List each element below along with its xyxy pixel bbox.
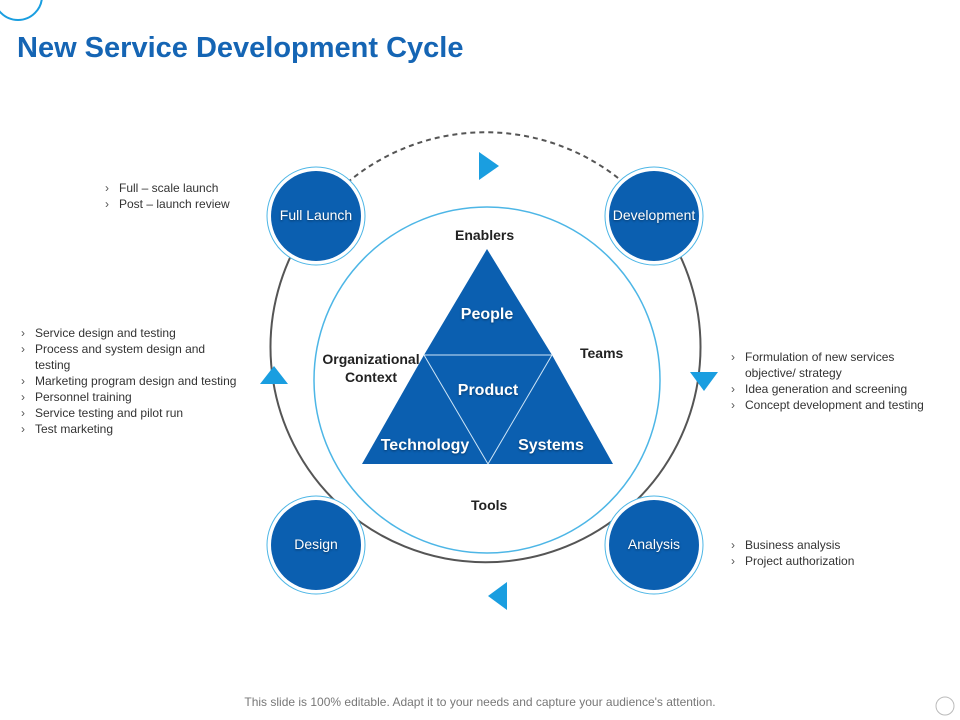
bullets-full-launch: Full – scale launch Post – launch review xyxy=(105,180,265,212)
inner-ring xyxy=(313,206,661,554)
ring-label-tools: Tools xyxy=(471,497,508,513)
ring-label-enablers: Enablers xyxy=(455,227,515,243)
list-item: Formulation of new services objective/ s… xyxy=(731,349,925,381)
triangle-label-systems: Systems xyxy=(518,437,584,454)
page-title: New Service Development Cycle xyxy=(17,32,464,64)
ring-label-org-line1: Organizational xyxy=(322,351,420,367)
list-item: Post – launch review xyxy=(105,196,265,212)
arrow-left-icon xyxy=(488,582,507,610)
outer-ring-solid-arc xyxy=(269,214,702,564)
node-analysis xyxy=(604,495,704,595)
ring-label-org-line2: Context xyxy=(344,369,398,385)
ring-label-organizational-context: Organizational Context xyxy=(318,350,424,386)
triangle-label-people: People xyxy=(460,306,514,323)
stage-label-analysis: Analysis xyxy=(627,536,681,552)
bullets-design: Service design and testing Process and s… xyxy=(21,325,261,437)
triangle-product xyxy=(424,355,552,464)
triangle-label-product: Product xyxy=(457,382,519,399)
bullets-development: Formulation of new services objective/ s… xyxy=(731,349,953,413)
arrow-down-icon xyxy=(690,372,718,391)
stage-label-full-launch: Full Launch xyxy=(279,207,353,223)
node-design xyxy=(266,495,366,595)
list-item: Concept development and testing xyxy=(731,397,953,413)
bullets-analysis: Business analysis Project authorization xyxy=(731,537,931,569)
list-item: Full – scale launch xyxy=(105,180,265,196)
triangle-technology xyxy=(362,355,488,464)
triangle-systems xyxy=(488,355,613,464)
arrow-up-icon xyxy=(260,366,288,384)
node-full-launch xyxy=(266,166,366,266)
outer-ring-dashed-arc xyxy=(315,131,656,216)
list-item: Service design and testing xyxy=(21,325,261,341)
triangle-people xyxy=(424,249,552,355)
stage-label-design: Design xyxy=(294,536,338,552)
node-development xyxy=(604,166,704,266)
list-item: Idea generation and screening xyxy=(731,381,953,397)
ring-label-teams: Teams xyxy=(580,345,624,361)
list-item: Test marketing xyxy=(21,421,261,437)
footer-note: This slide is 100% editable. Adapt it to… xyxy=(244,695,716,709)
arrow-right-icon xyxy=(479,152,499,180)
list-item: Business analysis xyxy=(731,537,931,553)
list-item: Personnel training xyxy=(21,389,261,405)
triangle-label-technology: Technology xyxy=(380,437,470,454)
stage-label-development: Development xyxy=(612,207,696,223)
list-item: Service testing and pilot run xyxy=(21,405,261,421)
list-item: Project authorization xyxy=(731,553,931,569)
corner-decoration-top-left xyxy=(0,0,43,21)
triangle-dividers xyxy=(423,354,553,465)
list-item: Marketing program design and testing xyxy=(21,373,261,389)
corner-decoration-bottom-right xyxy=(935,696,955,716)
list-item: Process and system design and testing xyxy=(21,341,221,373)
